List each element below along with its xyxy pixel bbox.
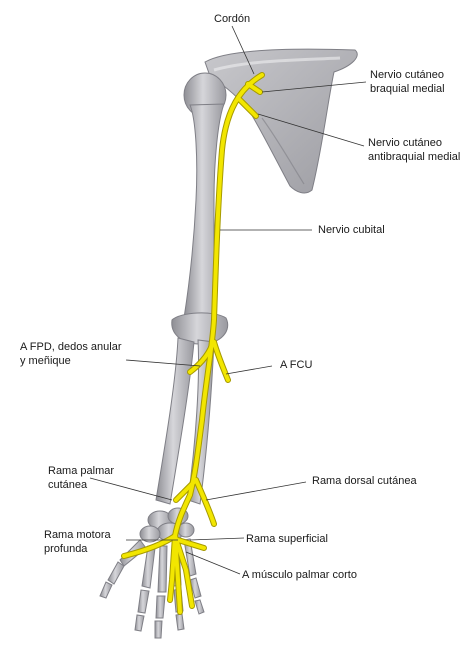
label-line: Rama motora — [44, 528, 111, 542]
label-nervio-cutaneo-antibraquial-medial: Nervio cutáneo antibraquial medial — [368, 136, 460, 164]
label-line: y meñique — [20, 354, 122, 368]
label-line: braquial medial — [370, 82, 445, 96]
label-cordon: Cordón — [214, 12, 250, 26]
label-rama-superficial: Rama superficial — [246, 532, 328, 546]
carpal-bones — [140, 508, 194, 542]
label-line: Rama palmar — [48, 464, 114, 478]
label-rama-motora-profunda: Rama motora profunda — [44, 528, 111, 556]
label-line: profunda — [44, 542, 111, 556]
label-line: Nervio cutáneo — [368, 136, 460, 150]
label-musculo-palmar-corto: A músculo palmar corto — [242, 568, 357, 582]
label-line: antibraquial medial — [368, 150, 460, 164]
label-fpd: A FPD, dedos anular y meñique — [20, 340, 122, 368]
label-nervio-cubital: Nervio cubital — [318, 223, 385, 237]
label-rama-palmar-cutanea: Rama palmar cutánea — [48, 464, 114, 492]
label-rama-dorsal-cutanea: Rama dorsal cutánea — [312, 474, 417, 488]
label-line: A FPD, dedos anular — [20, 340, 122, 354]
label-nervio-cutaneo-braquial-medial: Nervio cutáneo braquial medial — [370, 68, 445, 96]
label-line: Nervio cutáneo — [370, 68, 445, 82]
label-line: cutánea — [48, 478, 114, 492]
label-fcu: A FCU — [280, 358, 312, 372]
